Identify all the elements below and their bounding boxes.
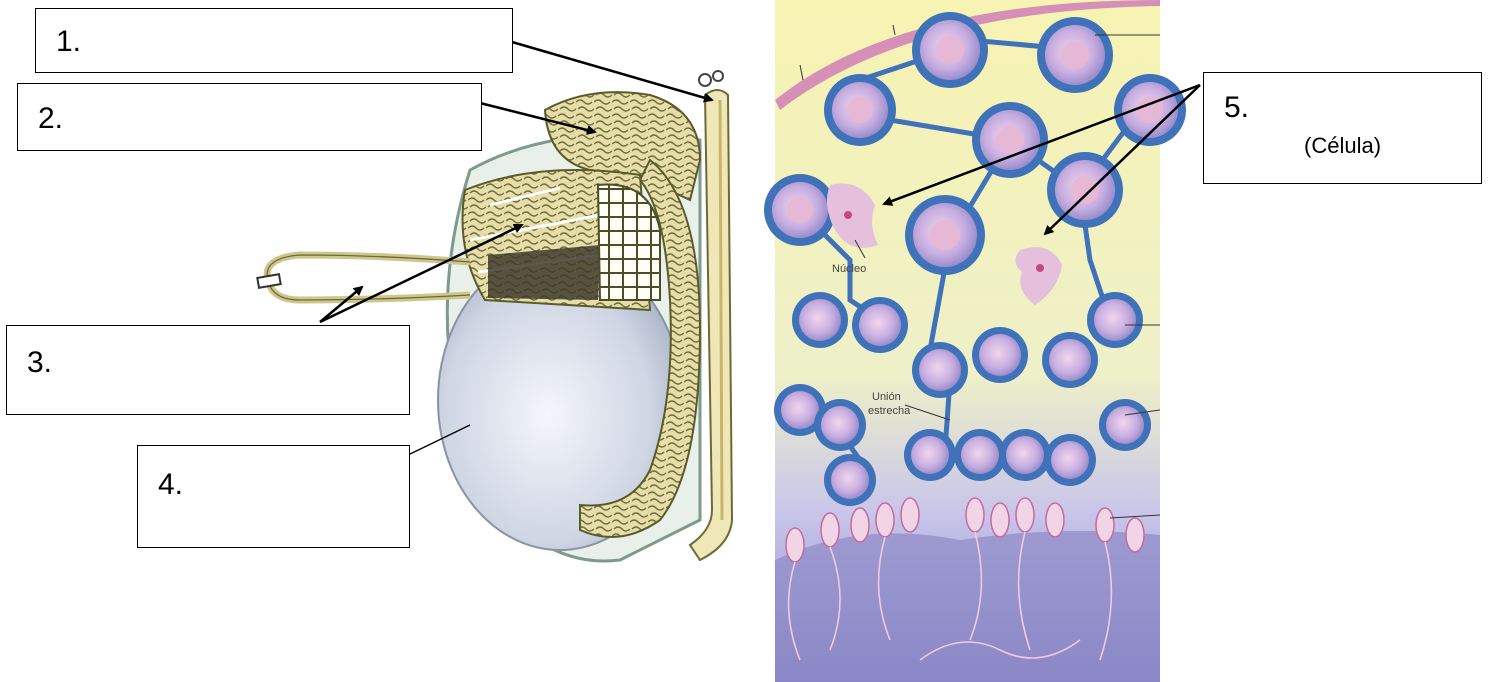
label-box-4[interactable]: 4. — [137, 445, 410, 548]
label-number-3: 3. — [27, 346, 52, 380]
nucleus-label: Núcleo — [832, 263, 866, 275]
label-hint-5: (Célula) — [1304, 133, 1381, 159]
tight-junction-label-1: Unión — [872, 391, 901, 403]
tubule-loop — [267, 255, 470, 300]
label-box-3[interactable]: 3. — [6, 325, 410, 415]
tight-junction-label-2: estrecha — [868, 405, 911, 417]
label-number-5: 5. — [1224, 91, 1249, 125]
label-number-2: 2. — [38, 102, 63, 136]
seminiferous-micrograph: Núcleo Unión estrecha — [764, 0, 1186, 682]
label-box-1[interactable]: 1. — [35, 8, 513, 73]
label-box-2[interactable]: 2. — [17, 83, 482, 151]
label-number-1: 1. — [56, 25, 81, 59]
label-number-4: 4. — [158, 468, 183, 502]
label-box-5[interactable]: 5. (Célula) — [1203, 72, 1482, 184]
